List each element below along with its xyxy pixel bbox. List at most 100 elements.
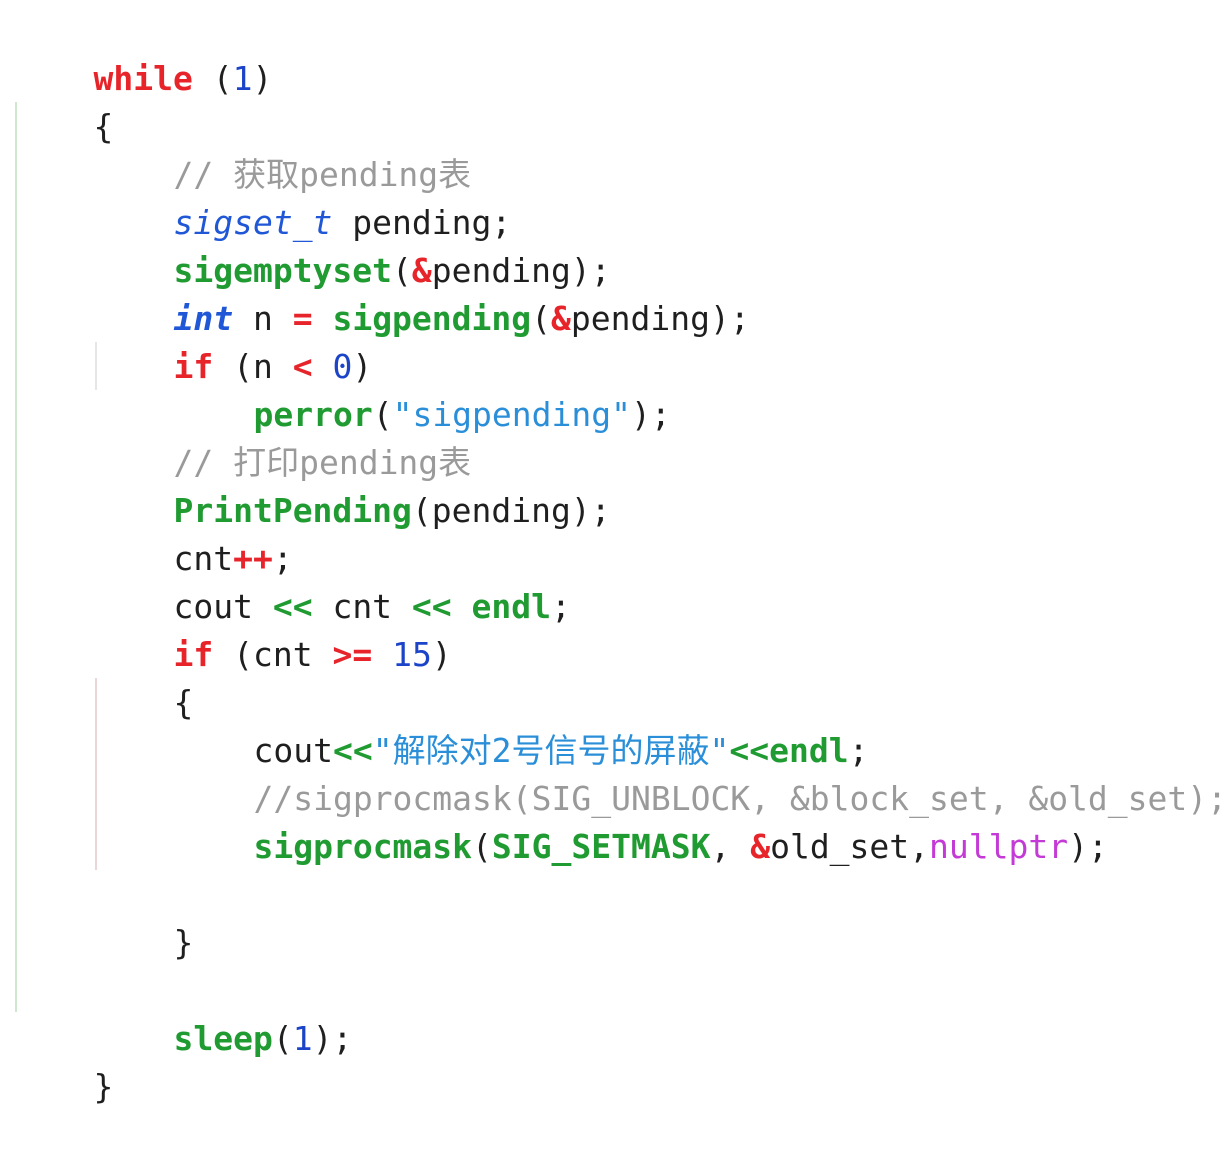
operator-stream: << (729, 731, 770, 770)
identifier: pending); (431, 251, 611, 290)
operator-ampersand: & (411, 251, 432, 290)
identifier: pending; (332, 203, 512, 242)
code-line-21: sleep(1); (94, 967, 352, 1058)
manipulator-endl: endl (471, 587, 552, 626)
code-line-1: while (1) (14, 7, 272, 98)
code-editor[interactable]: while (1) { // 获取pending表 sigset_t pendi… (0, 0, 1228, 1106)
indent-guide-inner-block (95, 678, 97, 870)
function-sleep: sleep (173, 1019, 273, 1058)
identifier: cout (253, 731, 333, 770)
number-literal: 1 (292, 1019, 313, 1058)
function-sigemptyset: sigemptyset (173, 251, 393, 290)
type-sigset_t: sigset_t (173, 203, 333, 242)
operator-stream: << (411, 587, 452, 626)
paren: ) (252, 59, 273, 98)
comment-text: //sigprocmask(SIG_UNBLOCK, &block_set, &… (253, 779, 1228, 818)
comment-text: 表 (438, 443, 472, 482)
function-sigpending: sigpending (332, 299, 532, 338)
code-line-13: if (cnt >= 15) (94, 583, 451, 674)
code-line-7: if (n < 0) (94, 295, 372, 386)
code-line-5: sigemptyset(&pending); (94, 199, 610, 290)
manipulator-endl: endl (769, 731, 849, 770)
comment-text: 获取 (233, 155, 300, 194)
code-line-12: cout << cnt << endl; (94, 535, 570, 626)
operator-increment: ++ (233, 539, 273, 578)
space (372, 635, 392, 674)
paren: ( (372, 395, 393, 434)
string-literal: " (709, 731, 730, 770)
paren: ( (531, 299, 552, 338)
identifier: cnt (312, 587, 412, 626)
code-line-11: cnt++; (94, 487, 292, 578)
comment-text: pending (299, 155, 439, 194)
string-literal: "sigpending" (392, 395, 631, 434)
keyword-if: if (173, 635, 214, 674)
code-line-4: sigset_t pending; (94, 151, 511, 242)
identifier: (cnt (213, 635, 333, 674)
open-brace: { (173, 683, 194, 722)
keyword-while: while (93, 59, 193, 98)
number-literal: 1 (232, 59, 253, 98)
identifier: (n (213, 347, 293, 386)
operator-ampersand: & (551, 299, 571, 338)
number-literal: 15 (392, 635, 432, 674)
macro-sig-setmask: SIG_SETMASK (491, 827, 711, 866)
number-literal: 0 (332, 347, 353, 386)
identifier: cnt (173, 539, 234, 578)
close-brace: } (173, 923, 194, 962)
indent-guide-outer (15, 102, 17, 1012)
identifier: (pending); (411, 491, 611, 530)
paren: ( (192, 59, 233, 98)
paren: ); (631, 395, 671, 434)
operator-stream: << (332, 731, 373, 770)
code-line-3: // 获取pending表 (94, 103, 471, 194)
identifier: cout (173, 587, 273, 626)
paren: ); (312, 1019, 353, 1058)
string-literal: 解除对 (392, 731, 492, 770)
operator-assign: = (292, 299, 313, 338)
semicolon: ; (272, 539, 293, 578)
identifier: pending); (570, 299, 750, 338)
code-line-15: cout<<"解除对2号信号的屏蔽"<<endl; (174, 679, 868, 770)
open-brace: { (93, 107, 114, 146)
comma: , (710, 827, 751, 866)
comment-slashes: // (173, 443, 234, 482)
function-sigprocmask: sigprocmask (253, 827, 473, 866)
code-line-16: //sigprocmask(SIG_UNBLOCK, &block_set, &… (174, 727, 1227, 818)
code-line-2: { (14, 55, 113, 146)
code-line-17: sigprocmask(SIG_SETMASK, &old_set,nullpt… (174, 775, 1107, 866)
operator-greater-equal: >= (332, 635, 373, 674)
comment-text: 表 (438, 155, 472, 194)
space (452, 587, 472, 626)
paren: ) (431, 635, 452, 674)
string-literal: 号信号的屏蔽 (511, 731, 710, 770)
code-line-10: PrintPending(pending); (94, 439, 610, 530)
comment-slashes: // (173, 155, 234, 194)
operator-less-than: < (292, 347, 313, 386)
identifier: old_set, (770, 827, 930, 866)
paren: ( (472, 827, 492, 866)
comment-text: 打印 (233, 443, 300, 482)
operator-ampersand: & (750, 827, 771, 866)
paren: ( (272, 1019, 293, 1058)
close-brace: } (93, 1067, 114, 1106)
function-perror: perror (253, 395, 373, 434)
code-line-14: { (94, 631, 193, 722)
string-literal: " (372, 731, 393, 770)
code-line-22: } (14, 1015, 113, 1106)
literal-nullptr: nullptr (929, 827, 1069, 866)
type-int: int (173, 299, 234, 338)
code-line-8: perror("sigpending"); (174, 343, 670, 434)
comment-text: pending (299, 443, 439, 482)
operator-stream: << (272, 587, 313, 626)
code-line-6: int n = sigpending(&pending); (94, 247, 749, 338)
code-line-19: } (94, 871, 193, 962)
code-line-9: // 打印pending表 (94, 391, 471, 482)
string-literal: 2 (491, 731, 512, 770)
semicolon: ; (551, 587, 571, 626)
identifier: n (233, 299, 293, 338)
indent-guide-if (95, 342, 97, 390)
keyword-if: if (173, 347, 214, 386)
function-printpending: PrintPending (173, 491, 412, 530)
paren: ); (1068, 827, 1108, 866)
